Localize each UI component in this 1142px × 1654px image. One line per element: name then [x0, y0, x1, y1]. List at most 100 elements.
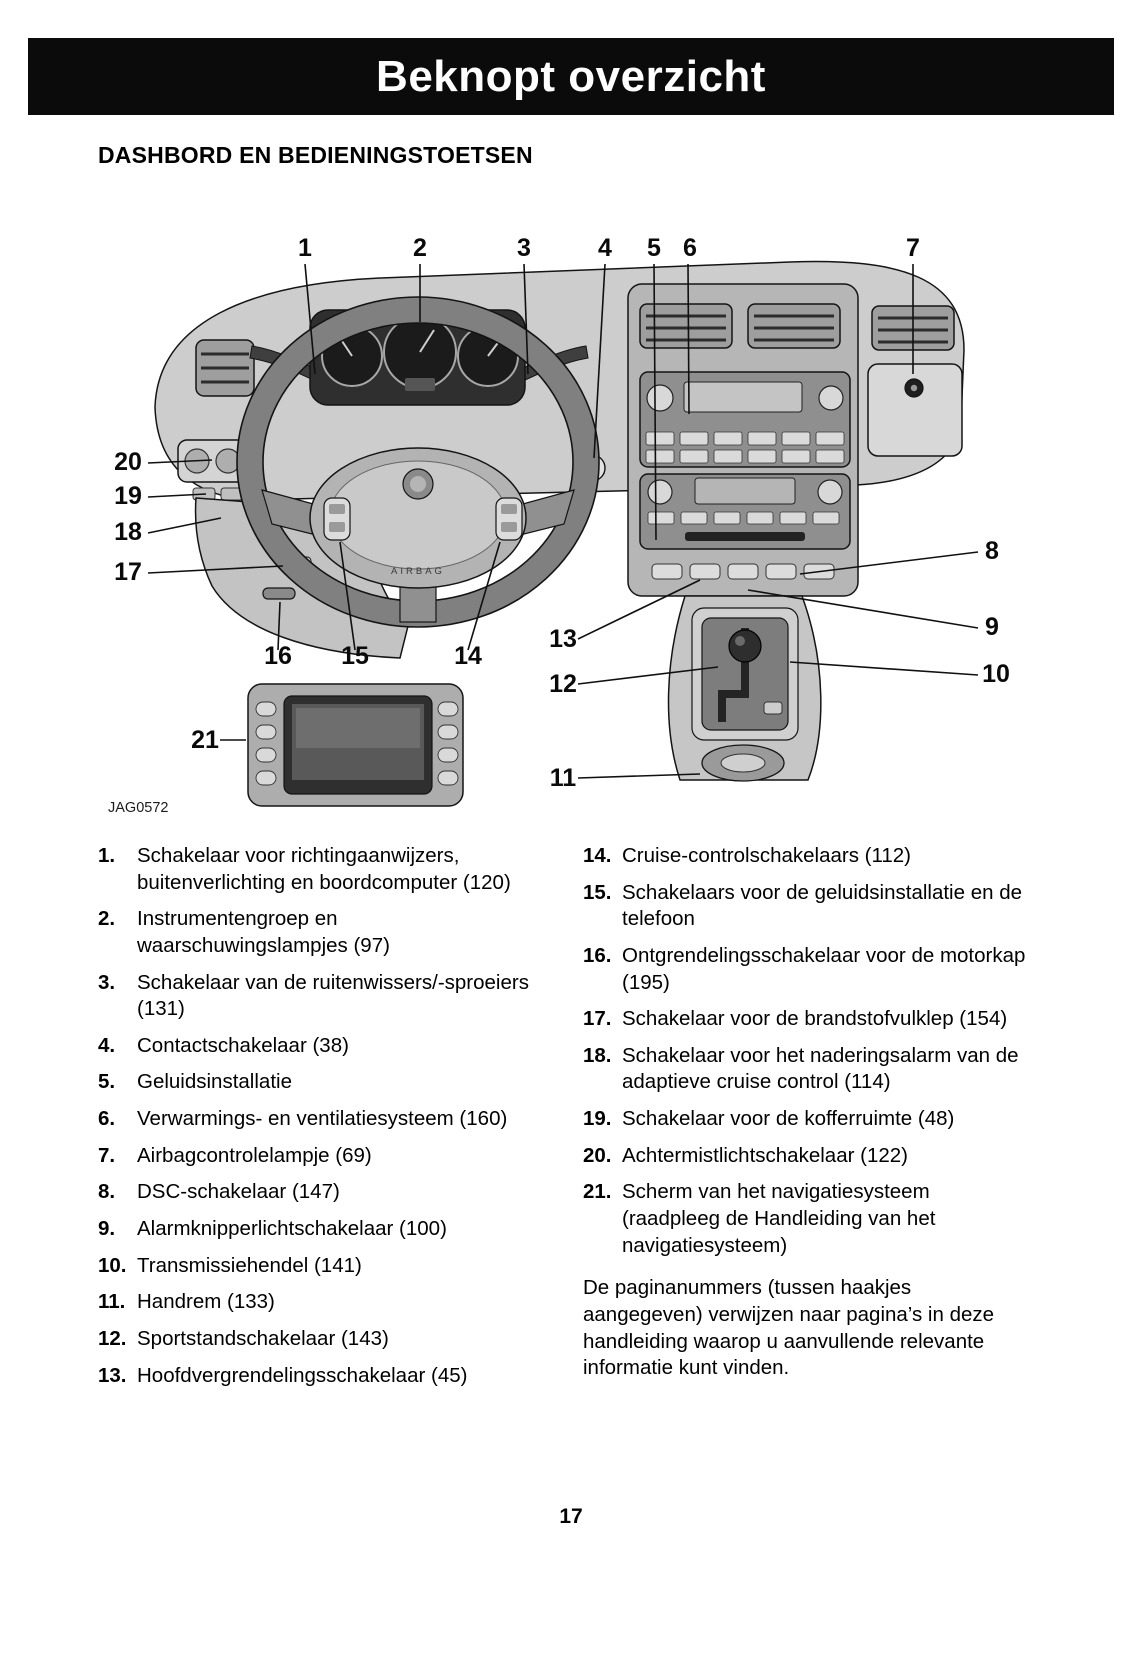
callout-12: 12	[549, 670, 577, 698]
legend-item-number: 16.	[583, 943, 612, 967]
callout-19: 19	[114, 482, 142, 510]
legend-item-8: 8. DSC-schakelaar (147)	[98, 1179, 530, 1206]
legend-item-number: 3.	[98, 970, 116, 994]
legend-item-number: 12.	[98, 1326, 127, 1350]
legend-item-number: 21.	[583, 1180, 612, 1204]
steering-wheel: AIRBAG	[236, 296, 600, 628]
legend-item-number: 20.	[583, 1143, 612, 1167]
legend-item-5: 5. Geluidsinstallatie	[98, 1069, 530, 1096]
left-air-vent-icon	[195, 339, 255, 397]
legend-item-text: Schakelaar van de ruitenwissers/-sproeie…	[137, 970, 529, 1021]
legend-item-number: 5.	[98, 1070, 116, 1094]
legend-item-19: 19. Schakelaar voor de kofferruimte (48)	[583, 1106, 1031, 1133]
legend-item-number: 2.	[98, 907, 116, 931]
navigation-display	[247, 683, 464, 807]
console-switch-row	[651, 563, 835, 580]
callout-10: 10	[982, 660, 1010, 688]
sport-mode-switch	[763, 701, 783, 715]
legend-item-number: 19.	[583, 1107, 612, 1131]
legend-item-number: 6.	[98, 1107, 116, 1131]
legend-item-number: 1.	[98, 844, 116, 867]
audio-unit	[639, 473, 851, 550]
dashboard-illustration: AIRBAG	[114, 234, 1010, 807]
callout-numbers: 1 2 3 4 5 6 7 8 9 10 11 12 13 14 15 16 1…	[114, 234, 1010, 792]
section-title: DASHBORD EN BEDIENINGSTOETSEN	[98, 142, 533, 168]
legend-item-number: 4.	[98, 1033, 116, 1057]
gear-shifter	[691, 607, 799, 741]
legend-item-number: 11.	[98, 1290, 126, 1314]
legend-left-column: 1. Schakelaar voor richtingaanwijzers, bu…	[98, 843, 530, 1399]
instrument-cluster	[309, 309, 526, 406]
callout-2: 2	[413, 234, 427, 262]
legend-item-text: Schakelaars voor de geluidsinstallatie e…	[622, 880, 1023, 931]
cruise-control-wheel-switches	[495, 497, 523, 541]
legend-item-7: 7.Airbagcontrolelampje (69)	[98, 1143, 530, 1170]
legend-item-6: 6. Verwarmings- en ventilatiesysteem (160…	[98, 1106, 530, 1133]
bonnet-release-lever	[262, 587, 296, 600]
legend-right-column: 14.Cruise-controlschakelaars (112) 15. Sc…	[583, 843, 1031, 1382]
legend-item-text: Hoofdvergrendelingsschakelaar (45)	[137, 1363, 468, 1387]
callout-20: 20	[114, 448, 142, 476]
legend-item-21: 21. Scherm van het navigatiesysteem (raad…	[583, 1179, 1031, 1259]
legend-item-text: Transmissiehendel (141)	[137, 1253, 362, 1277]
legend-item-20: 20. Achtermistlichtschakelaar (122)	[583, 1143, 1031, 1170]
steering-badge-icon	[402, 468, 434, 500]
legend-item-text: Ontgrendelingsschakelaar voor de motorka…	[622, 943, 1026, 994]
legend-item-17: 17.Schakelaar voor de brandstofvulklep (…	[583, 1006, 1031, 1033]
legend-item-number: 9.	[98, 1217, 116, 1241]
legend-item-11: 11. Handrem (133)	[98, 1289, 530, 1316]
center-air-vents-icon	[639, 303, 841, 349]
callout-7: 7	[906, 234, 920, 262]
legend-item-text: DSC-schakelaar (147)	[137, 1180, 340, 1204]
legend-item-1: 1. Schakelaar voor richtingaanwijzers, bu…	[98, 843, 530, 896]
legend-item-10: 10. Transmissiehendel (141)	[98, 1253, 530, 1280]
legend-item-number: 10.	[98, 1253, 127, 1277]
callout-4: 4	[598, 234, 612, 262]
legend-item-number: 15.	[583, 880, 612, 904]
legend-item-text: Handrem (133)	[137, 1290, 275, 1314]
page-numbers-note: De paginanummers (tussen haakjes aangege…	[583, 1276, 995, 1380]
legend-item-2: 2.Instrumentengroep en waarschuwingslamp…	[98, 906, 530, 959]
climate-control-unit	[639, 371, 851, 468]
legend-item-text: Alarmknipperlichtschakelaar (100)	[137, 1217, 447, 1241]
legend-item-number: 7.	[98, 1143, 116, 1167]
legend-item-text: Schakelaar voor richtingaanwijzers, buit…	[137, 844, 511, 894]
callout-6: 6	[683, 234, 697, 262]
legend-item-text: Contactschakelaar (38)	[137, 1033, 349, 1057]
callout-18: 18	[114, 518, 142, 546]
callout-8: 8	[985, 537, 999, 565]
legend-item-text: Geluidsinstallatie	[137, 1070, 292, 1094]
legend-item-12: 12. Sportstandschakelaar (143)	[98, 1326, 530, 1353]
page-number: 17	[559, 1505, 583, 1528]
callout-16: 16	[264, 642, 292, 670]
legend-item-18: 18. Schakelaar voor het naderingsalarm va…	[583, 1043, 1031, 1096]
callout-17: 17	[114, 558, 142, 586]
audio-phone-wheel-switches	[323, 497, 351, 541]
legend-item-text: Schakelaar voor de kofferruimte (48)	[622, 1107, 955, 1131]
callout-21: 21	[191, 726, 219, 754]
legend-item-text: Schakelaar voor het naderingsalarm van d…	[622, 1043, 1019, 1094]
callout-5: 5	[647, 234, 661, 262]
legend-item-text: Sportstandschakelaar (143)	[137, 1326, 389, 1350]
legend-item-14: 14.Cruise-controlschakelaars (112)	[583, 843, 1031, 870]
page-header-bar: Beknopt overzicht	[28, 38, 1114, 115]
legend-item-16: 16. Ontgrendelingsschakelaar voor de moto…	[583, 943, 1031, 996]
callout-9: 9	[985, 613, 999, 641]
callout-14: 14	[454, 642, 482, 670]
legend-item-3: 3. Schakelaar van de ruitenwissers/-sproe…	[98, 970, 530, 1023]
callout-3: 3	[517, 234, 531, 262]
legend-item-text: Verwarmings- en ventilatiesysteem (160)	[137, 1107, 508, 1131]
legend-item-number: 18.	[583, 1043, 612, 1067]
callout-13: 13	[549, 625, 577, 653]
callout-leader-lines	[147, 263, 979, 779]
legend-item-number: 8.	[98, 1180, 116, 1204]
legend-item-text: Achtermistlichtschakelaar (122)	[622, 1143, 908, 1167]
legend-item-4: 4. Contactschakelaar (38)	[98, 1033, 530, 1060]
legend-item-text: Scherm van het navigatiesysteem (raadple…	[622, 1180, 936, 1257]
callout-15: 15	[341, 642, 369, 670]
airbag-label: AIRBAG	[391, 566, 445, 577]
legend-item-13: 13. Hoofdvergrendelingsschakelaar (45)	[98, 1363, 530, 1390]
legend-item-text: Schakelaar voor de brandstofvulklep (154…	[622, 1007, 1008, 1031]
legend-item-number: 13.	[98, 1363, 127, 1387]
